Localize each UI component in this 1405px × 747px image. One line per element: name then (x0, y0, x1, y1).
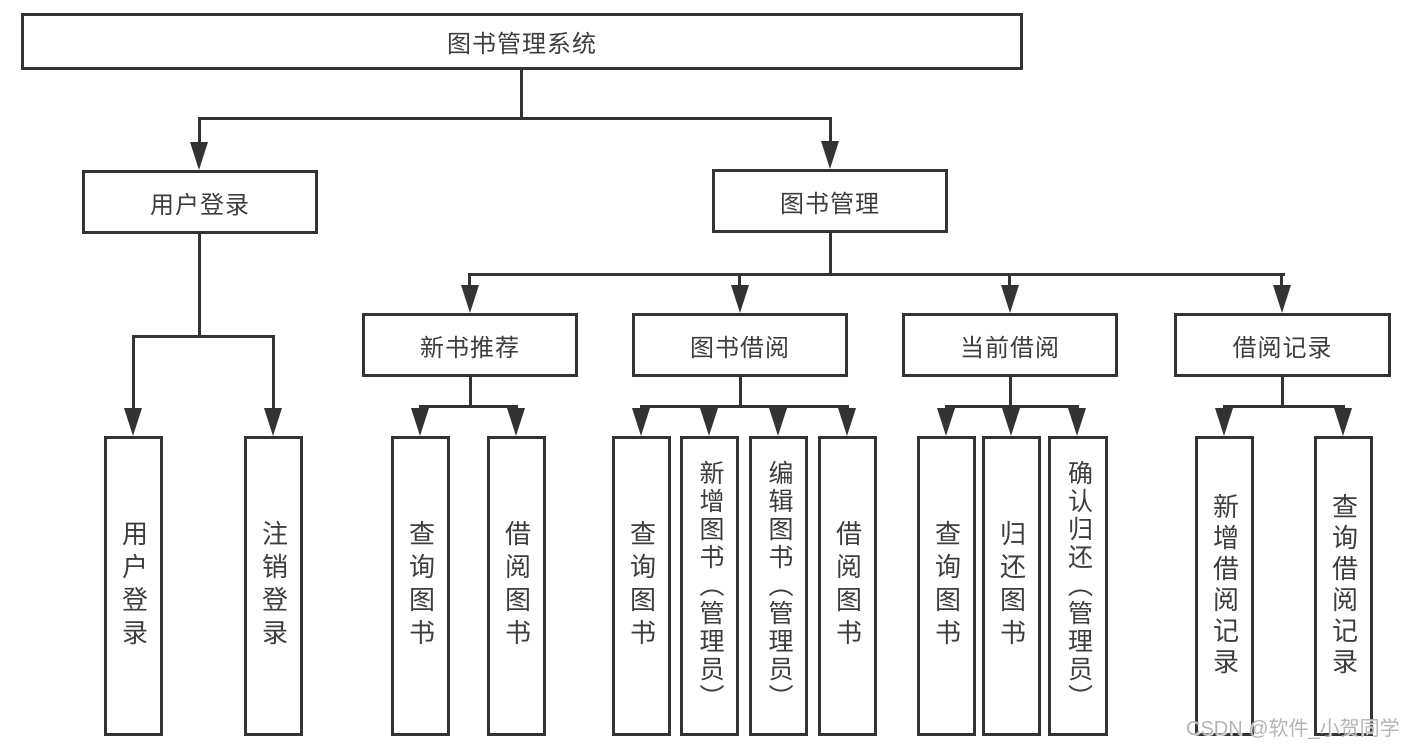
arrow-down-icon (700, 408, 718, 436)
node-root-label: 图书管理系统 (447, 31, 597, 58)
leaf-query-books-recommend: 查询图书 (391, 436, 450, 736)
connector-line (198, 117, 201, 144)
connector-line (739, 377, 742, 408)
arrow-down-icon (838, 408, 856, 436)
arrow-down-icon (190, 142, 208, 170)
arrow-down-icon (1001, 285, 1019, 313)
connector-line (829, 233, 832, 276)
connector-line (468, 273, 471, 287)
leaf-logout-label: 注销登录 (258, 520, 289, 652)
leaf-query-books-borrow: 查询图书 (612, 436, 671, 736)
arrow-down-icon (731, 285, 749, 313)
leaf-add-borrow-record-label: 新增借阅记录 (1209, 493, 1240, 679)
connector-line (469, 377, 472, 408)
arrow-down-icon (264, 408, 282, 436)
leaf-user-login-label: 用户登录 (118, 520, 149, 652)
leaf-confirm-return-admin: 确认归还（管理员） (1048, 436, 1108, 736)
node-new-book-recommend: 新书推荐 (362, 313, 578, 377)
connector-line (1008, 273, 1011, 287)
connector-line (829, 117, 832, 144)
arrow-down-icon (1334, 408, 1352, 436)
leaf-logout: 注销登录 (244, 436, 303, 736)
leaf-add-borrow-record: 新增借阅记录 (1195, 436, 1254, 736)
arrow-down-icon (1273, 285, 1291, 313)
arrow-down-icon (1068, 408, 1086, 436)
arrow-down-icon (769, 408, 787, 436)
connector-line (1009, 377, 1012, 408)
leaf-query-books-current-label: 查询图书 (931, 520, 962, 652)
connector-line (132, 335, 275, 338)
node-root: 图书管理系统 (21, 13, 1023, 70)
node-book-management: 图书管理 (712, 169, 948, 233)
leaf-borrow-books-borrow-label: 借阅图书 (832, 520, 863, 652)
connector-line (272, 335, 275, 411)
leaf-return-books-label: 归还图书 (996, 520, 1027, 652)
node-book-borrow: 图书借阅 (632, 313, 848, 377)
connector-line (640, 405, 849, 408)
arrow-down-icon (1002, 408, 1020, 436)
leaf-query-books-borrow-label: 查询图书 (626, 520, 657, 652)
leaf-query-books-current: 查询图书 (917, 436, 976, 736)
connector-line (419, 405, 518, 408)
node-current-borrow: 当前借阅 (902, 313, 1118, 377)
leaf-edit-books-admin-label: 编辑图书（管理员） (765, 460, 793, 712)
leaf-confirm-return-admin-label: 确认归还（管理员） (1064, 460, 1093, 712)
leaf-query-borrow-record-label: 查询借阅记录 (1328, 493, 1359, 679)
leaf-add-books-admin-label: 新增图书（管理员） (696, 460, 724, 712)
arrow-down-icon (411, 408, 429, 436)
arrow-down-icon (124, 408, 142, 436)
leaf-add-books-admin: 新增图书（管理员） (680, 436, 739, 736)
arrow-down-icon (1215, 408, 1233, 436)
connector-line (1223, 405, 1345, 408)
connector-line (132, 335, 135, 411)
node-current-borrow-label: 当前借阅 (960, 334, 1060, 362)
node-borrow-records-label: 借阅记录 (1232, 334, 1333, 362)
connector-line (198, 234, 201, 335)
leaf-borrow-books-recommend-label: 借阅图书 (501, 520, 532, 652)
arrow-down-icon (461, 285, 479, 313)
arrow-down-icon (632, 408, 650, 436)
leaf-query-books-recommend-label: 查询图书 (405, 520, 436, 652)
leaf-query-borrow-record: 查询借阅记录 (1314, 436, 1373, 736)
node-user-login: 用户登录 (82, 170, 318, 234)
connector-line (945, 405, 1079, 408)
leaf-borrow-books-recommend: 借阅图书 (487, 436, 546, 736)
connector-line (520, 69, 523, 119)
leaf-user-login: 用户登录 (104, 436, 163, 736)
connector-line (198, 117, 832, 120)
node-user-login-label: 用户登录 (150, 191, 250, 219)
connector-line (1280, 273, 1283, 287)
leaf-borrow-books-borrow: 借阅图书 (818, 436, 877, 736)
connector-line (738, 273, 741, 287)
node-new-book-recommend-label: 新书推荐 (420, 334, 520, 362)
arrow-down-icon (507, 408, 525, 436)
node-borrow-records: 借阅记录 (1174, 313, 1391, 377)
arrow-down-icon (937, 408, 955, 436)
connector-line (468, 273, 1285, 276)
node-book-borrow-label: 图书借阅 (690, 334, 790, 362)
arrow-down-icon (821, 141, 839, 169)
watermark-text: CSDN @软件_小贺同学 (1186, 718, 1400, 740)
leaf-return-books: 归还图书 (982, 436, 1041, 736)
leaf-edit-books-admin: 编辑图书（管理员） (749, 436, 808, 736)
node-book-management-label: 图书管理 (780, 190, 880, 218)
connector-line (1281, 377, 1284, 408)
